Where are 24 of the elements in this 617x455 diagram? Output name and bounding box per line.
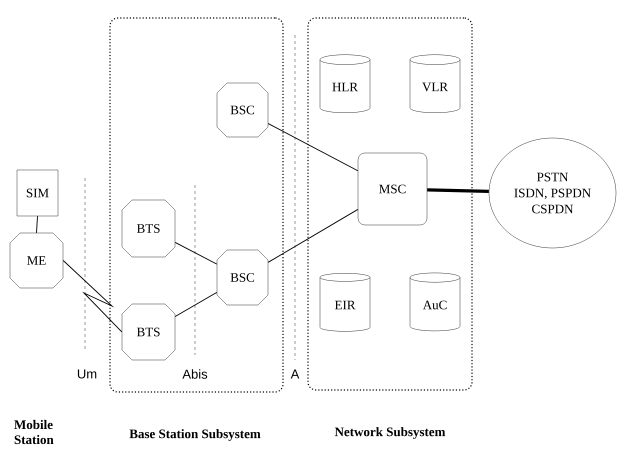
switching-center-box: MSC bbox=[358, 152, 428, 226]
component-box: SIM bbox=[16, 170, 58, 216]
database-cylinder: AuC bbox=[410, 272, 460, 332]
connector-line bbox=[268, 123, 358, 172]
connector-line bbox=[268, 208, 358, 263]
node-label: Network Subsystem bbox=[334, 427, 446, 439]
node-label: Base Station Subsystem bbox=[129, 429, 260, 441]
connector-line bbox=[174, 242, 218, 265]
component-box: BSC bbox=[216, 82, 268, 138]
interface-label: Um bbox=[76, 368, 98, 380]
component-box: ME bbox=[10, 232, 64, 288]
station-label: Mobile Station bbox=[14, 420, 54, 444]
connector-line bbox=[427, 188, 489, 193]
interface-label: A bbox=[290, 368, 300, 380]
connector-line bbox=[62, 260, 122, 332]
database-cylinder: EIR bbox=[320, 273, 370, 332]
connector-line bbox=[36, 216, 38, 234]
database-cylinder: HLR bbox=[320, 54, 370, 113]
component-box: BSC bbox=[216, 250, 268, 306]
database-cylinder: VLR bbox=[410, 54, 460, 113]
interface-label: Abis bbox=[181, 368, 209, 380]
component-box: BTS bbox=[122, 200, 176, 258]
component-box: BTS bbox=[122, 304, 176, 360]
connector-line bbox=[174, 292, 218, 317]
